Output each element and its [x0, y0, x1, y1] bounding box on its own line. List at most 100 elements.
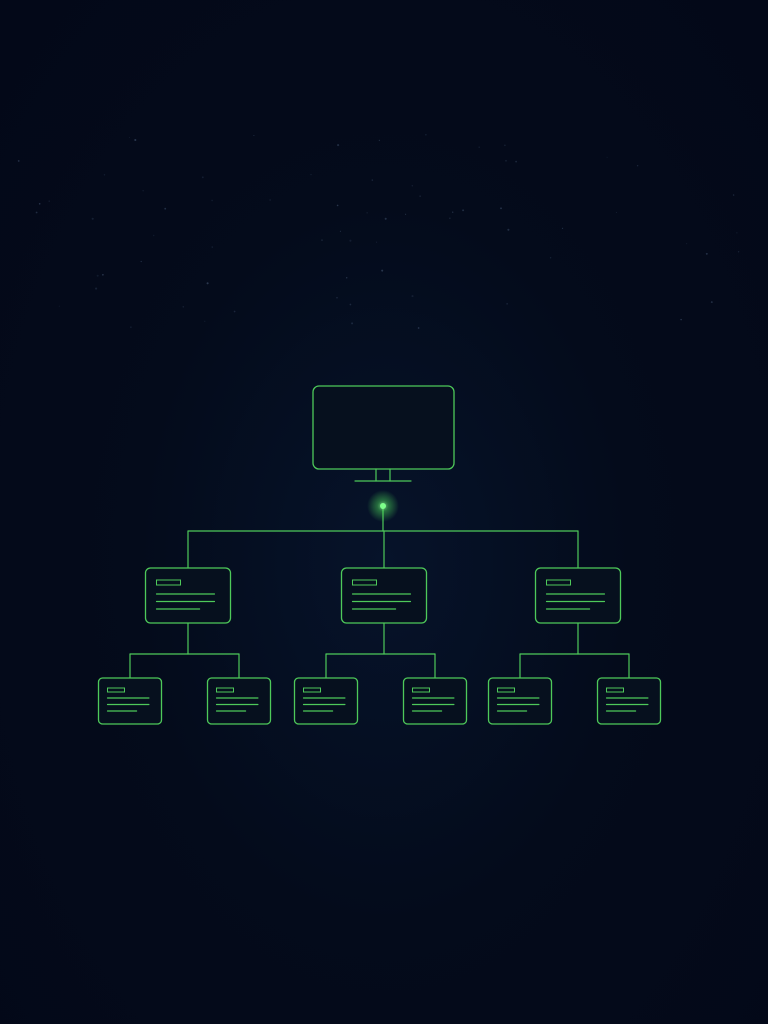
star-dot: [58, 305, 60, 307]
card-header-tag: [546, 579, 571, 586]
card-frame: [144, 567, 232, 624]
card-frame: [534, 567, 622, 624]
star-dot: [462, 209, 465, 212]
glow-core: [380, 503, 386, 509]
glowing-dot: [367, 490, 399, 522]
card-header-tag: [412, 687, 430, 693]
star-dot: [211, 199, 213, 202]
star-dot: [38, 203, 41, 205]
card-header-tag: [216, 687, 234, 693]
document-card-icon: [487, 677, 553, 725]
star-dot: [48, 200, 50, 202]
star-dot: [95, 287, 98, 290]
star-dot: [737, 251, 740, 253]
document-card-icon: [206, 677, 272, 725]
diagram-nodes: [97, 385, 662, 725]
star-dot: [310, 173, 312, 176]
card-frame: [487, 677, 553, 725]
card-frame: [206, 677, 272, 725]
card-header-tag: [107, 687, 125, 693]
star-dot: [337, 144, 340, 147]
star-dot: [349, 303, 352, 306]
star-dot: [366, 212, 368, 214]
star-dot: [339, 230, 341, 232]
star-dot: [269, 199, 271, 201]
star-dot: [710, 301, 713, 304]
document-card-icon: [402, 677, 468, 725]
card-header-tag: [303, 687, 321, 693]
card-frame: [340, 567, 428, 624]
star-dot: [500, 207, 502, 210]
star-dot: [561, 227, 564, 230]
star-dot: [425, 134, 427, 136]
star-dot: [206, 282, 209, 285]
star-dot: [680, 318, 682, 321]
star-dot: [346, 277, 348, 279]
card-frame: [97, 677, 163, 725]
star-dot: [371, 179, 374, 181]
star-dot: [505, 159, 507, 162]
document-card-icon: [144, 567, 232, 624]
background-stars: [17, 134, 740, 329]
document-card-icon: [534, 567, 622, 624]
star-dot: [449, 217, 451, 219]
star-dot: [478, 146, 480, 149]
star-dot: [102, 273, 104, 276]
card-header-tag: [156, 579, 181, 586]
star-dot: [384, 217, 387, 220]
star-dot: [504, 144, 506, 147]
card-frame: [293, 677, 359, 725]
star-dot: [515, 160, 517, 163]
star-dot: [91, 217, 94, 220]
star-dot: [321, 239, 323, 242]
star-dot: [336, 204, 339, 207]
star-dot: [253, 134, 255, 137]
star-dot: [164, 207, 167, 210]
star-dot: [96, 274, 99, 277]
star-dot: [411, 295, 414, 298]
star-dot: [376, 241, 378, 243]
document-card-icon: [596, 677, 662, 725]
star-dot: [233, 310, 236, 313]
star-dot: [17, 159, 20, 162]
document-card-icon: [293, 677, 359, 725]
document-card-icon: [97, 677, 163, 725]
star-dot: [405, 213, 407, 215]
star-dot: [686, 243, 688, 245]
star-dot: [128, 136, 131, 139]
star-dot: [204, 320, 206, 322]
star-dot: [142, 190, 144, 192]
star-dot: [103, 174, 106, 176]
star-dot: [615, 211, 617, 213]
star-dot: [549, 257, 552, 259]
star-dot: [351, 322, 354, 325]
star-dot: [411, 185, 414, 187]
star-dot: [732, 194, 735, 196]
star-dot: [130, 326, 132, 328]
star-dot: [736, 232, 738, 234]
star-dot: [636, 164, 639, 167]
star-dot: [211, 246, 213, 248]
star-dot: [606, 156, 608, 158]
star-dot: [349, 239, 352, 242]
star-dot: [452, 211, 454, 213]
card-header-tag: [352, 579, 377, 586]
card-frame: [596, 677, 662, 725]
card-frame: [402, 677, 468, 725]
document-card-icon: [340, 567, 428, 624]
star-dot: [381, 269, 384, 272]
star-dot: [417, 327, 420, 329]
star-dot: [378, 139, 381, 142]
star-dot: [506, 303, 508, 305]
star-dot: [134, 138, 137, 142]
card-header-tag: [606, 687, 624, 693]
monitor-icon: [312, 385, 455, 482]
star-dot: [507, 228, 510, 231]
star-dot: [140, 260, 142, 263]
star-dot: [336, 296, 338, 299]
star-dot: [35, 211, 38, 214]
star-dot: [201, 176, 204, 179]
star-dot: [153, 234, 155, 237]
